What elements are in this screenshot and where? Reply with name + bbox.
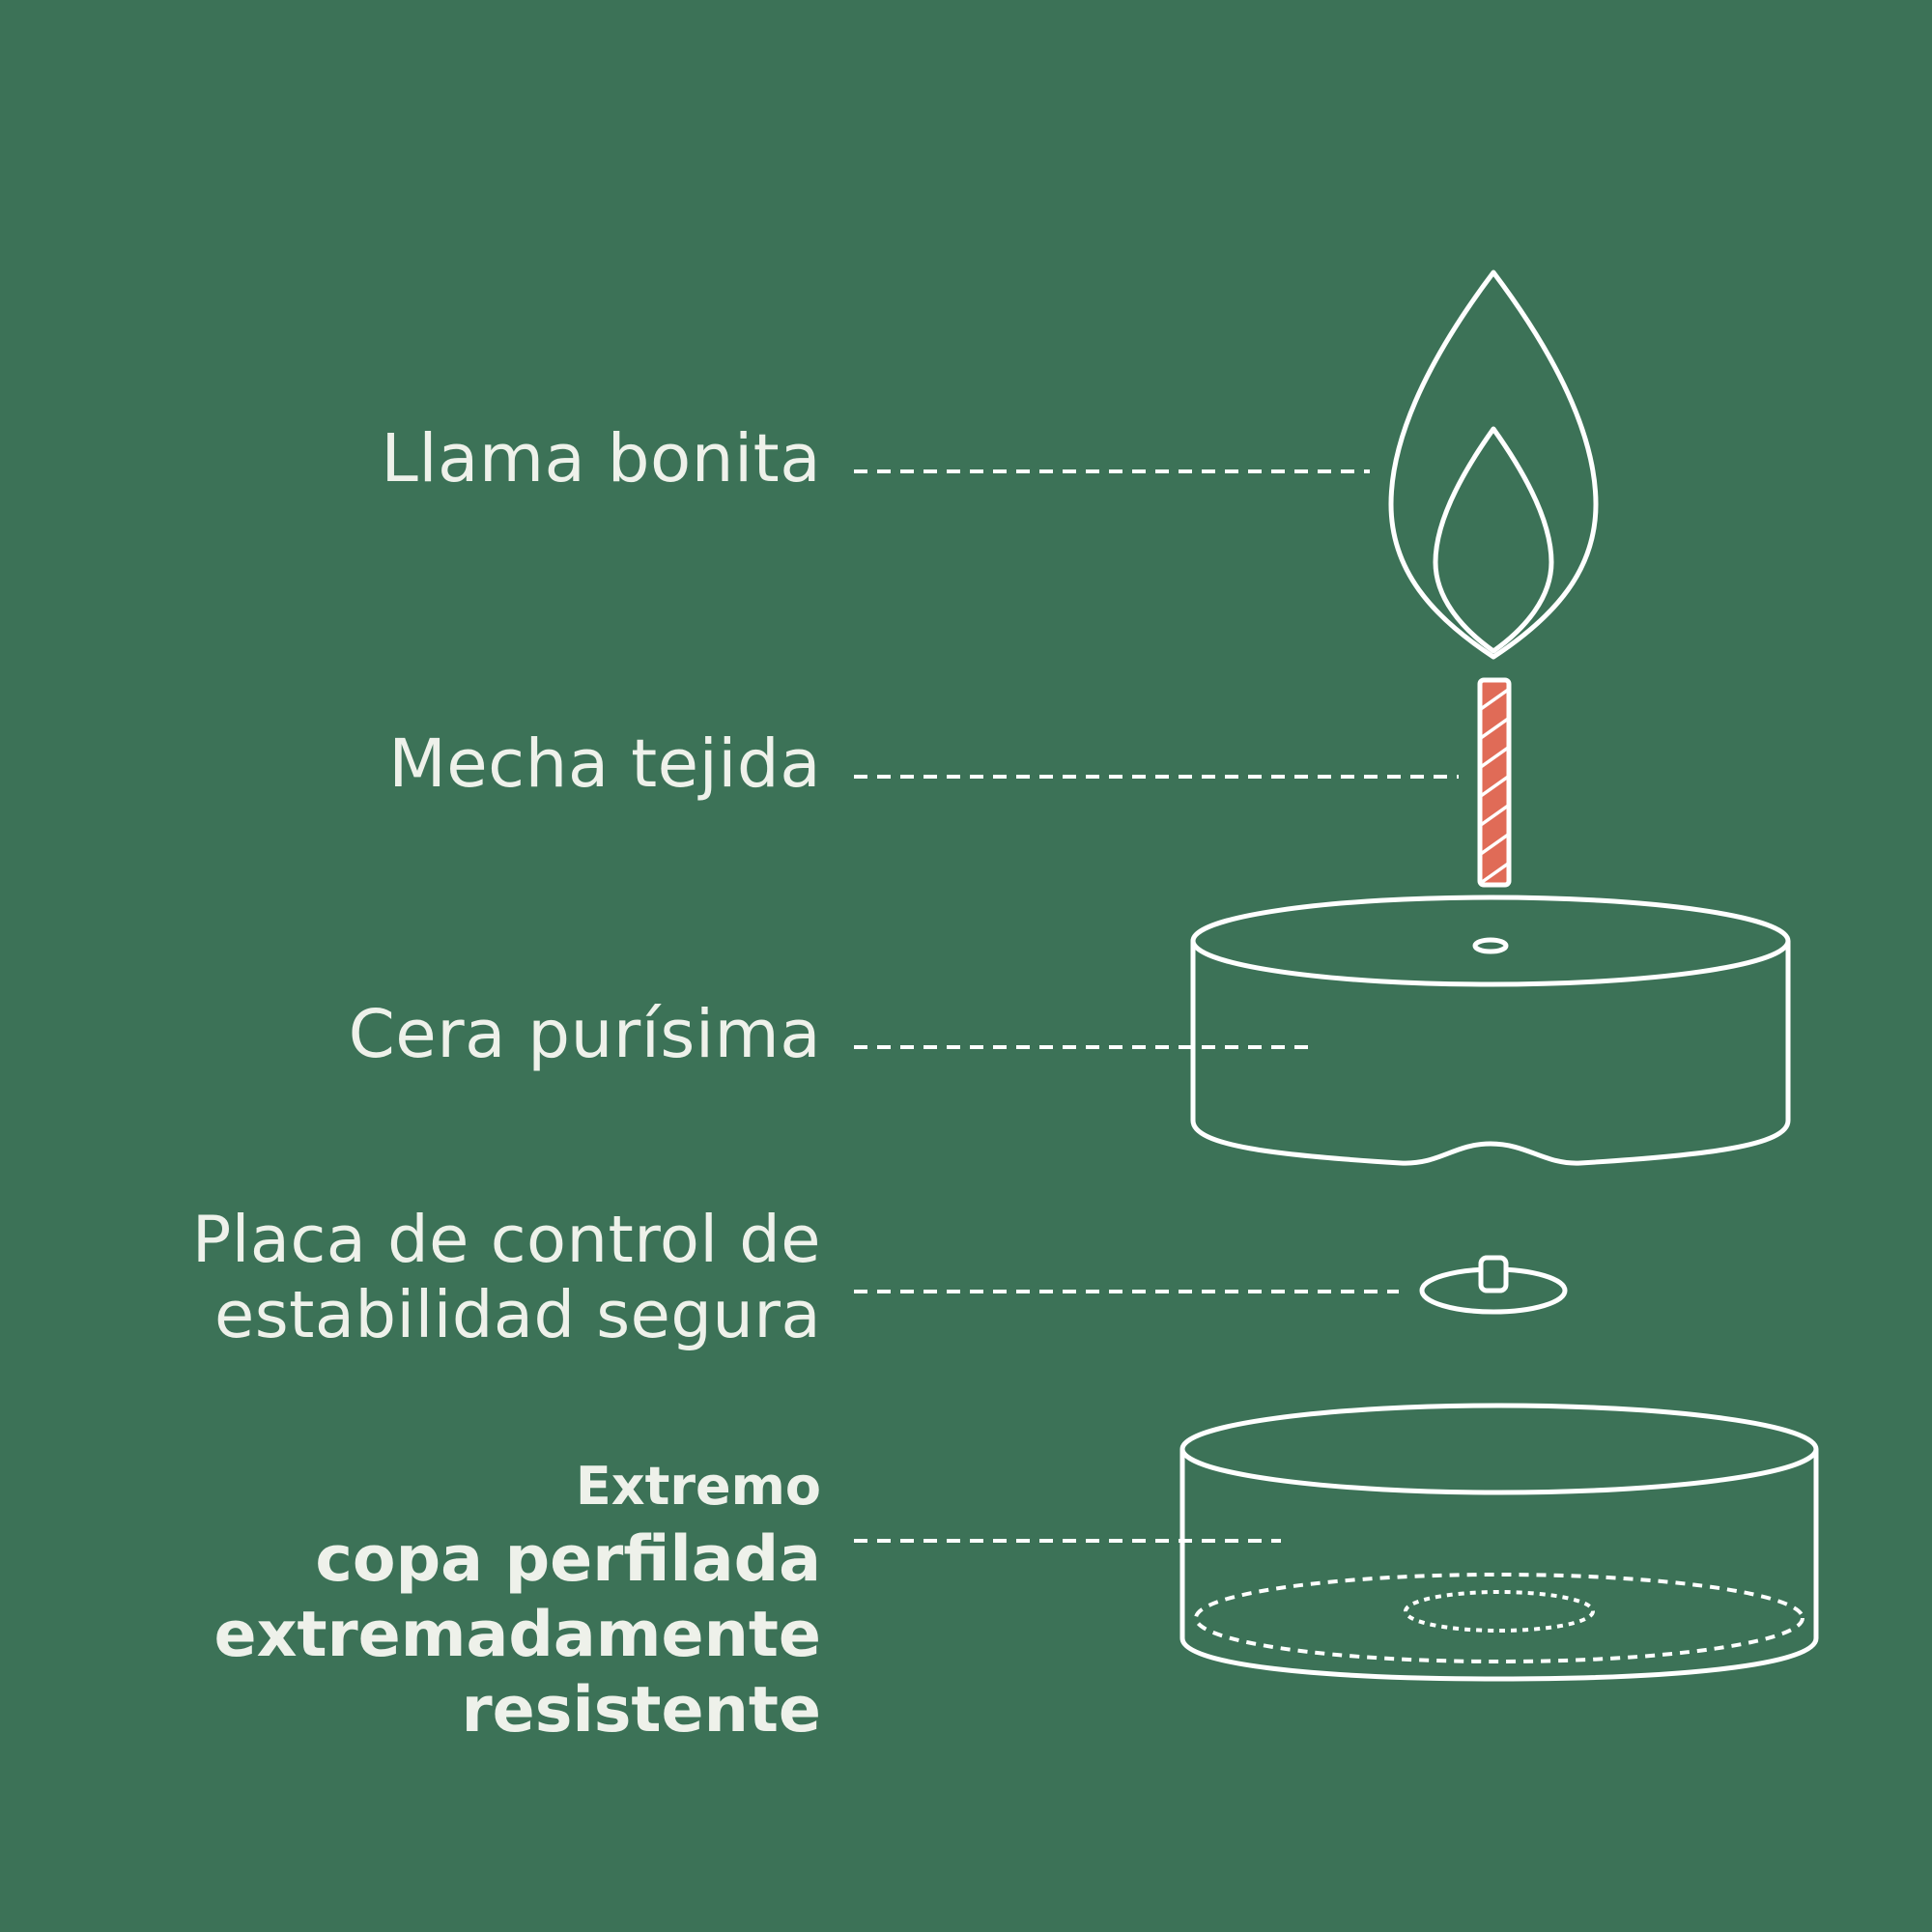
leader-lines — [854, 469, 1459, 1543]
wax-wick-hole — [1472, 937, 1509, 954]
label-plate: Placa de control de estabilidad segura — [192, 1202, 821, 1352]
wick-body — [1480, 680, 1509, 885]
wick-icon — [1477, 677, 1512, 888]
label-plate-line-1: Placa de control de — [191, 1202, 821, 1277]
label-cup-line-2: extremadamente — [213, 1599, 821, 1671]
label-wax: Cera purísima — [348, 996, 821, 1073]
label-plate-line-2: estabilidad segura — [214, 1277, 821, 1352]
stability-plate-icon — [1419, 1255, 1568, 1315]
flame-outer-icon — [1388, 270, 1599, 660]
label-cup-line-1: copa perfilada — [315, 1523, 821, 1596]
cup-rim — [1179, 1403, 1819, 1495]
wick-weave — [1480, 686, 1509, 885]
label-cup: Extremo copa perfilada extremadamente re… — [214, 1451, 821, 1748]
wax-block-icon — [1190, 895, 1791, 1166]
flame-inner-icon — [1433, 426, 1554, 654]
plate-wick-holder — [1478, 1255, 1509, 1293]
label-cup-line-3: resistente — [461, 1674, 821, 1747]
cup-base-outer-dashed — [1194, 1573, 1804, 1663]
cup-base-inner-dashed — [1404, 1590, 1595, 1633]
wax-body — [1190, 941, 1791, 1166]
cup-icon — [1179, 1403, 1819, 1682]
cup-body — [1179, 1449, 1819, 1682]
flame-icon — [1388, 270, 1599, 660]
label-wick: Mecha tejida — [388, 725, 821, 803]
wick-outline — [1477, 677, 1512, 888]
label-cup-prefix: Extremo — [575, 1456, 821, 1517]
label-flame: Llama bonita — [381, 420, 821, 497]
